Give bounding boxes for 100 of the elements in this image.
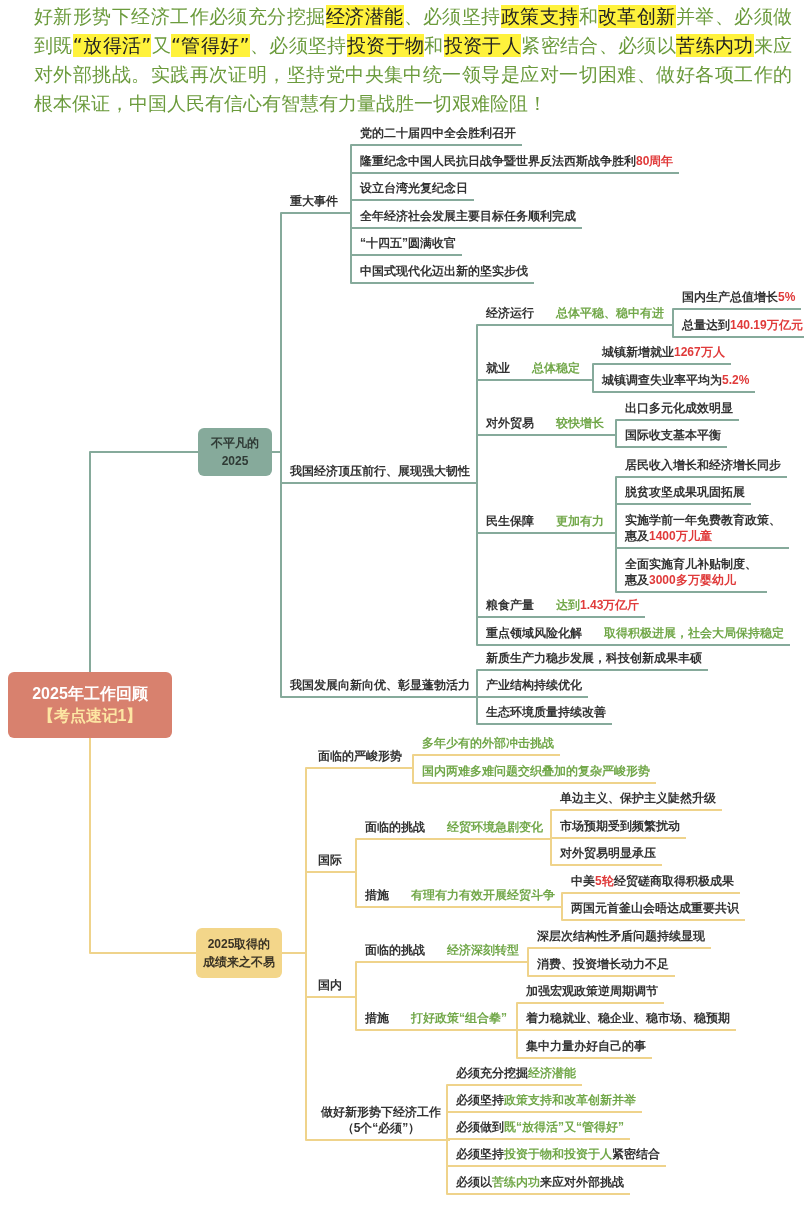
topic-node <box>365 1010 513 1031</box>
topic-text: 城镇调查失业率平均为5.2% <box>602 372 750 388</box>
topic-text: 国际收支基本平衡 <box>625 427 721 443</box>
branch-line <box>343 212 361 284</box>
topic-text: 就业 <box>486 360 510 376</box>
branch-line <box>347 871 366 908</box>
topic-text: 必须以苦练内功来应对外部挑战 <box>456 1174 624 1190</box>
topic-text: 必须坚持投资于物和投资于人紧密结合 <box>456 1146 660 1162</box>
topic-node <box>486 513 610 534</box>
branch-line <box>512 1029 527 1059</box>
topic-node <box>365 942 525 963</box>
topic-node <box>365 819 549 840</box>
topic-text: 居民收入增长和经济增长同步 <box>625 457 781 473</box>
topic-text: 必须充分挖掘经济潜能 <box>456 1065 576 1081</box>
topic-text: 粮食产量 <box>486 597 534 613</box>
branch-line <box>585 379 603 393</box>
topic-node <box>422 735 560 756</box>
central-topic-box <box>8 672 172 738</box>
branch-line <box>475 696 487 725</box>
branch-line <box>271 451 291 698</box>
topic-node <box>486 305 670 326</box>
topic-node <box>571 873 740 894</box>
topic-text: 两国元首釜山会晤达成重要共识 <box>571 900 739 916</box>
branch-line <box>560 892 572 908</box>
topic-node <box>456 1174 630 1195</box>
topic-text: 出口多元化成效明显 <box>625 400 733 416</box>
topic-text: “十四五”圆满收官 <box>360 235 456 251</box>
topic-node <box>625 427 727 448</box>
branch-line <box>548 809 561 840</box>
topic-node <box>456 1119 630 1140</box>
topic-text: 做好新形势下经济工作（5个“必须”） <box>320 1104 442 1136</box>
branch-line <box>524 947 538 963</box>
topic-text: 我国发展向新向优、彰显蓬勃活力 <box>290 677 470 693</box>
topic-node <box>682 317 804 338</box>
box-title: 2025取得的成绩来之不易 <box>202 936 276 971</box>
summary-text: 经贸环境急剧变化 <box>447 819 543 835</box>
topic-text: 对外贸易 <box>486 415 534 431</box>
topic-text: 隆重纪念中国人民抗日战争暨世界反法西斯战争胜利80周年 <box>360 153 674 169</box>
summary-text: 总体稳定 <box>532 360 580 376</box>
box-title: 不平凡的2025 <box>210 435 260 470</box>
box-title: 2025年工作回顾 <box>32 684 148 704</box>
topic-node <box>290 463 476 484</box>
topic-text: 措施 <box>365 1010 389 1026</box>
branch-line <box>475 696 487 698</box>
summary-text: 更加有力 <box>556 513 604 529</box>
summary-text: 国内两难多难问题交织叠加的复杂严峻形势 <box>422 763 650 779</box>
topic-node <box>360 153 680 174</box>
topic-text: 全年经济社会发展主要目标任务顺利完成 <box>360 208 576 224</box>
topic-text: 实施学前一年免费教育政策、惠及1400万儿童 <box>625 512 782 544</box>
topic-text: 我国经济顶压前行、展现强大韧性 <box>290 463 470 479</box>
topic-node <box>602 372 756 393</box>
topic-node <box>360 263 534 284</box>
topic-text: 全面实施育儿补贴制度、惠及3000多万婴幼儿 <box>625 556 758 588</box>
topic-node <box>560 845 662 866</box>
topic-node <box>456 1092 642 1113</box>
topic-text: 必须坚持政策支持和改革创新并举 <box>456 1092 636 1108</box>
summary-text: 总体平稳、稳中有进 <box>556 305 664 321</box>
branch-line <box>669 308 683 326</box>
branch-line <box>475 482 487 646</box>
topic-text: 总量达到140.19万亿元 <box>682 317 803 333</box>
branch-line <box>548 838 561 866</box>
topic-node <box>318 748 408 769</box>
branch-box <box>198 428 272 476</box>
summary-text: 打好政策“组合拳” <box>411 1010 507 1026</box>
topic-node <box>682 289 802 310</box>
topic-text: 经济运行 <box>486 305 534 321</box>
topic-text: 设立台湾光复纪念日 <box>360 180 468 196</box>
topic-text: 产业结构持续优化 <box>486 677 582 693</box>
branch-line <box>446 1111 457 1141</box>
topic-node <box>537 928 711 949</box>
topic-node <box>625 484 751 505</box>
topic-text: 生态环境质量持续改善 <box>486 704 606 720</box>
topic-node <box>625 556 767 593</box>
topic-node <box>560 790 722 811</box>
topic-text: 加强宏观政策逆周期调节 <box>526 983 658 999</box>
topic-text: 对外贸易明显承压 <box>560 845 656 861</box>
topic-node <box>290 193 344 214</box>
branch-line <box>475 669 487 698</box>
summary-text: 多年少有的外部冲击挑战 <box>422 735 554 751</box>
topic-text: 民生保障 <box>486 513 534 529</box>
topic-text: 中美5轮经贸磋商取得积极成果 <box>571 873 734 889</box>
topic-text: 党的二十届四中全会胜利召开 <box>360 125 516 141</box>
topic-node <box>486 650 708 671</box>
topic-node <box>486 704 612 725</box>
topic-text: 面临的挑战 <box>365 942 425 958</box>
topic-node <box>360 208 582 229</box>
branch-line <box>446 1139 457 1195</box>
topic-node <box>560 818 686 839</box>
branch-line <box>609 532 626 593</box>
topic-text: 深层次结构性矛盾问题持续显现 <box>537 928 705 944</box>
topic-node <box>360 125 522 146</box>
topic-node <box>456 1146 666 1167</box>
topic-node <box>571 900 745 921</box>
branch-line <box>89 451 199 673</box>
topic-text: 单边主义、保护主义陡然升级 <box>560 790 716 806</box>
topic-node <box>625 457 787 478</box>
topic-text: 必须做到既“放得活”又“管得好” <box>456 1119 624 1135</box>
summary-text: 有理有力有效开展经贸斗争 <box>411 887 555 903</box>
branch-line <box>669 324 683 338</box>
topic-node <box>486 597 646 618</box>
